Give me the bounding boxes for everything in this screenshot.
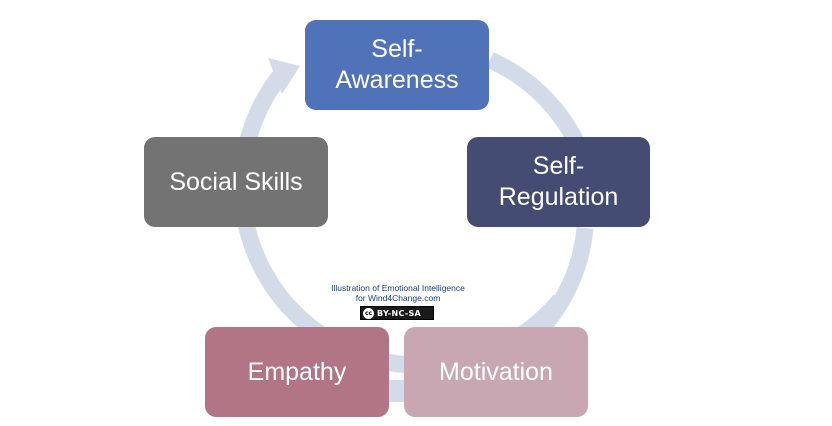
credit-line-1: Illustration of Emotional Intelligence [331,283,465,293]
license-badge: cc BY-NC-SA [360,306,434,320]
license-text: BY-NC-SA [377,308,422,318]
node-self-regulation: Self- Regulation [467,137,650,227]
node-label: Social Skills [169,167,303,196]
cycle-arrowhead [268,58,300,94]
cycle-arc-right-lower [533,227,594,336]
node-label: Motivation [439,357,553,386]
node-motivation: Motivation [404,327,588,417]
cycle-connector-bottom [389,380,405,402]
node-label: Self- Awareness [335,35,459,94]
node-self-awareness: Self- Awareness [305,20,489,110]
creative-commons-icon: cc [363,307,374,319]
node-empathy: Empathy [205,327,389,417]
illustration-credit: Illustration of Emotional Intelligence f… [318,283,478,303]
node-label: Empathy [247,357,347,386]
credit-line-2: for Wind4Change.com [355,293,441,303]
node-label: Self- Regulation [498,152,619,211]
node-social-skills: Social Skills [144,137,328,227]
